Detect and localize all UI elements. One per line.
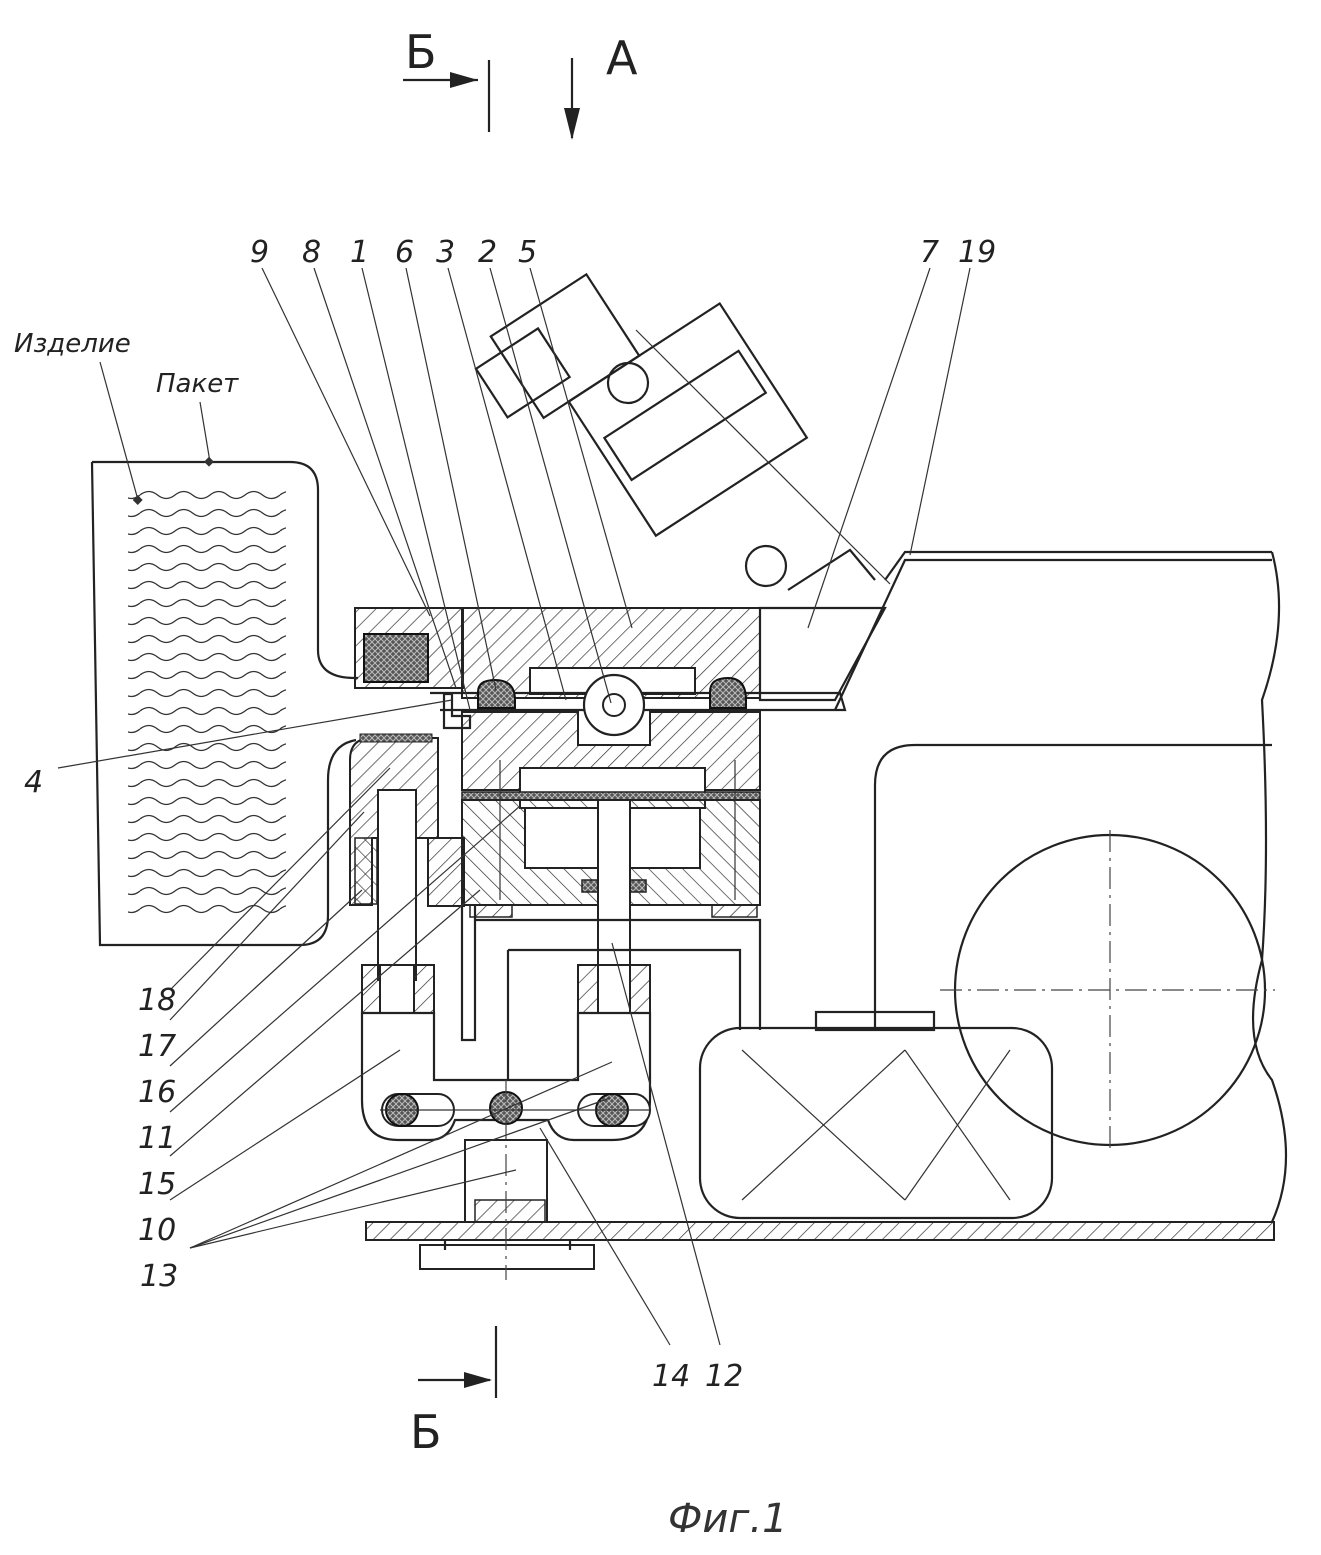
section-letter-top: Б [405, 25, 437, 79]
part-5: 5 [518, 235, 537, 270]
part-8: 8 [302, 235, 321, 270]
section-mark-bottom: Б [410, 1326, 496, 1459]
part-3: 3 [436, 235, 455, 270]
leader-package [200, 402, 210, 462]
actuator-cylinder [466, 222, 807, 568]
part-12: 12 [705, 1359, 743, 1394]
section-letter-bottom: Б [410, 1405, 442, 1459]
upper-clamp [355, 608, 885, 735]
part-15: 15 [138, 1167, 176, 1202]
part-11: 11 [138, 1121, 176, 1156]
part-18: 18 [138, 983, 176, 1018]
actuator-roller-bottom [746, 546, 786, 586]
part-13: 13 [140, 1259, 178, 1294]
part-19: 19 [958, 235, 996, 270]
part-2: 2 [478, 235, 497, 270]
view-mark-top: А [564, 31, 638, 140]
actuator-roller-top [608, 363, 648, 403]
part-7: 7 [920, 235, 939, 270]
package-outline [92, 462, 358, 945]
figure-caption: Фиг.1 [668, 1496, 788, 1542]
part-1: 1 [350, 235, 369, 270]
part-17: 17 [138, 1029, 176, 1064]
part-9: 9 [250, 235, 269, 270]
motor-block [700, 1012, 1052, 1218]
part-10: 10 [138, 1213, 176, 1248]
part-14: 14 [652, 1359, 690, 1394]
part-4: 4 [24, 765, 43, 800]
label-product: Изделие [14, 329, 131, 359]
label-package: Пакет [156, 369, 239, 399]
section-mark-top: Б [403, 25, 489, 132]
part-6: 6 [395, 235, 414, 270]
part-16: 16 [138, 1075, 176, 1110]
middle-body [428, 712, 760, 1080]
view-letter: А [606, 31, 638, 85]
leader-product [100, 362, 138, 500]
